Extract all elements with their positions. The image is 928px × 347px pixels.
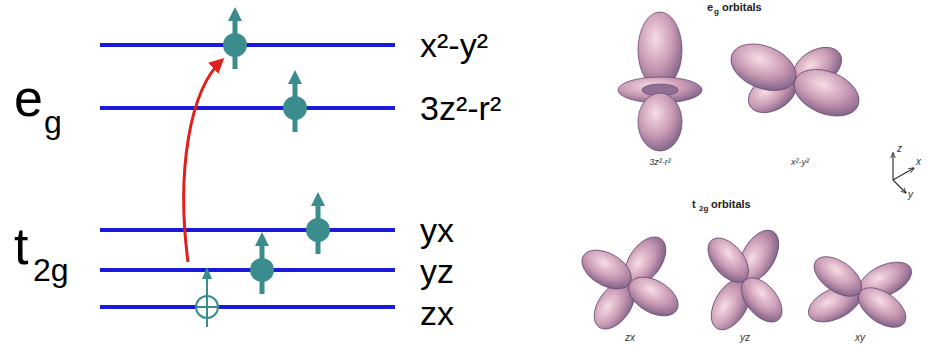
t2g-orbital-pictures — [575, 224, 917, 337]
picture-caption: xy — [855, 333, 865, 343]
orbital-label: yz — [420, 254, 454, 288]
picture-caption: x²-y² — [791, 158, 809, 167]
orbital-label: zx — [420, 296, 454, 330]
orbital-label: yx — [420, 213, 454, 247]
axis-label: x — [916, 157, 921, 167]
level-subscript: 2g — [33, 254, 69, 286]
excitation-arrow — [184, 60, 222, 262]
caption-subscript: 2g — [699, 205, 708, 213]
eg-orbital-pictures — [618, 12, 866, 151]
caption-subscript: g — [714, 8, 719, 16]
caption-symbol: t — [692, 199, 696, 210]
picture-caption: yz — [740, 333, 750, 343]
level-subscript: g — [44, 106, 62, 138]
axis-label: z — [897, 144, 902, 154]
electrons — [196, 7, 330, 327]
orbital-label: 3z²-r² — [420, 91, 501, 125]
picture-caption: 3z²-r² — [649, 158, 671, 167]
axis-label: y — [908, 190, 913, 200]
orbital-label: x²-y² — [420, 28, 488, 62]
level-symbol: t — [14, 220, 28, 272]
level-symbol: e — [14, 72, 43, 124]
caption-symbol: e — [707, 2, 713, 13]
energy-levels — [100, 45, 395, 307]
caption-text: orbitals — [711, 199, 751, 210]
axes-symbol — [893, 153, 914, 193]
picture-caption: zx — [625, 333, 635, 343]
caption-text: orbitals — [722, 2, 762, 13]
